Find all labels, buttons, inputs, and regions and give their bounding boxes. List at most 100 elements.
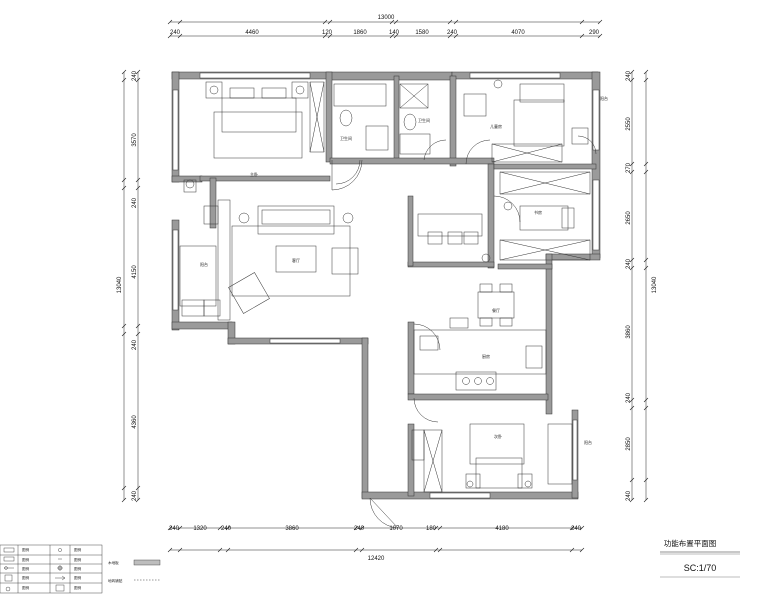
room-label-dining: 餐厅	[492, 307, 500, 313]
room-label-balcony-south: 阳台	[584, 439, 592, 445]
tick-bottom-total	[569, 547, 575, 553]
tick-left-total	[121, 323, 127, 329]
dim-right-7: 2850	[626, 437, 632, 451]
dim-left-0: 240	[132, 70, 138, 81]
room-label-study: 书房	[534, 209, 542, 215]
tick-right-total	[643, 397, 649, 403]
tick-top	[597, 33, 603, 39]
room-label-living-room: 客厅	[292, 257, 300, 263]
dim-right-3: 2650	[626, 211, 632, 225]
room-label-bathroom-1: 卫生间	[340, 135, 352, 141]
legend-hatch-label: 木地板	[108, 560, 119, 565]
dim-right-1: 2550	[626, 117, 632, 131]
dim-bottom-segments: 240 1320 240 3860 240 1070 180 4180 240	[169, 526, 582, 532]
dim-left-3: 4150	[132, 265, 138, 279]
legend: 图例 图例 图例 图例 图例 图例 图例 图例 图例 图例 木地板 地砖铺贴	[0, 544, 161, 594]
dim-bottom-3: 3860	[285, 526, 299, 532]
dim-top-2: 120	[322, 30, 333, 36]
tick-top-total	[453, 19, 459, 25]
dim-right-2: 270	[626, 162, 632, 173]
tick-bottom-total	[167, 547, 173, 553]
dim-bottom-7: 4180	[495, 526, 509, 532]
tick-bottom	[353, 525, 359, 531]
tick-bottom-total	[437, 547, 443, 553]
tick-top	[393, 33, 399, 39]
tick-top-total	[167, 19, 173, 25]
dim-top-total: 13000	[378, 15, 395, 21]
tick-right	[629, 397, 635, 403]
legend-item-4: 图例	[22, 585, 30, 590]
tick-top-total	[447, 19, 453, 25]
tick-bottom	[177, 525, 183, 531]
tick-bottom	[225, 525, 231, 531]
dim-bottom-6: 180	[426, 526, 437, 532]
tick-left-total	[121, 485, 127, 491]
legend-item-2: 图例	[22, 566, 30, 571]
tick-right-total	[643, 405, 649, 411]
room-label-master-bedroom: 主卧	[250, 171, 258, 177]
dim-right-8: 240	[626, 490, 632, 501]
dim-right-0: 240	[626, 70, 632, 81]
tick-top	[322, 33, 328, 39]
drawing-scale: SC:1/70	[684, 563, 717, 573]
tick-right	[629, 169, 635, 175]
tick-right	[629, 69, 635, 75]
tick-left-total	[121, 77, 127, 83]
tick-right-total	[643, 77, 649, 83]
dim-right-4: 240	[626, 258, 632, 269]
sofa	[257, 205, 335, 235]
tick-left	[135, 323, 141, 329]
dim-left-1: 3570	[132, 133, 138, 147]
tick-left	[135, 177, 141, 183]
tick-left	[135, 331, 141, 337]
dim-bottom-1: 1320	[193, 526, 207, 532]
tick-right	[629, 77, 635, 83]
tick-bottom	[569, 525, 575, 531]
dim-bottom-0: 240	[169, 526, 180, 532]
tick-bottom	[217, 525, 223, 531]
drawing-title: 功能布置平面图	[664, 538, 717, 548]
tick-bottom	[437, 525, 443, 531]
tick-bottom-total	[225, 547, 231, 553]
tick-right-total	[643, 169, 649, 175]
tick-left	[135, 497, 141, 503]
tick-bottom-total	[177, 547, 183, 553]
title-block: 功能布置平面图 SC:1/70	[660, 538, 740, 578]
walls	[171, 71, 601, 500]
room-label-bathroom-2: 卫生间	[418, 117, 430, 123]
tick-top	[447, 33, 453, 39]
dim-top-1: 4460	[245, 30, 259, 36]
tick-top	[327, 33, 333, 39]
dim-right-5: 3860	[626, 325, 632, 339]
tick-left-total	[121, 331, 127, 337]
legend-item-3: 图例	[22, 575, 30, 580]
tick-bottom-total	[353, 547, 359, 553]
tick-top	[389, 33, 395, 39]
tick-right	[629, 497, 635, 503]
dining-table	[477, 291, 515, 319]
dim-bottom-8: 240	[571, 526, 582, 532]
dim-right-6: 240	[626, 392, 632, 403]
tick-bottom-total	[579, 547, 585, 553]
legend-item-9: 图例	[74, 585, 82, 590]
dimension-lines	[123, 21, 647, 551]
dim-bottom-5: 1070	[389, 526, 403, 532]
tick-right-total	[643, 497, 649, 503]
tick-right	[629, 265, 635, 271]
legend-item-7: 图例	[74, 566, 82, 571]
tick-bottom-total	[217, 547, 223, 553]
tick-right-total	[643, 265, 649, 271]
tick-top-total	[597, 19, 603, 25]
master-bed	[213, 111, 303, 159]
legend-dash-label: 地砖铺贴	[108, 578, 123, 583]
room-label-balcony-north: 阳台	[600, 95, 608, 101]
room-label-kids-room: 儿童房	[490, 123, 502, 129]
dim-left-total: 13040	[117, 276, 123, 293]
legend-item-0: 图例	[22, 547, 30, 552]
dim-top-0: 240	[170, 30, 181, 36]
tick-top	[167, 33, 173, 39]
legend-hatch-swatch	[133, 559, 161, 566]
tick-right	[629, 257, 635, 263]
windows	[172, 72, 600, 499]
dim-top-segments: 240 4460 120 1860 140 1580 240 4070 290	[170, 30, 600, 36]
